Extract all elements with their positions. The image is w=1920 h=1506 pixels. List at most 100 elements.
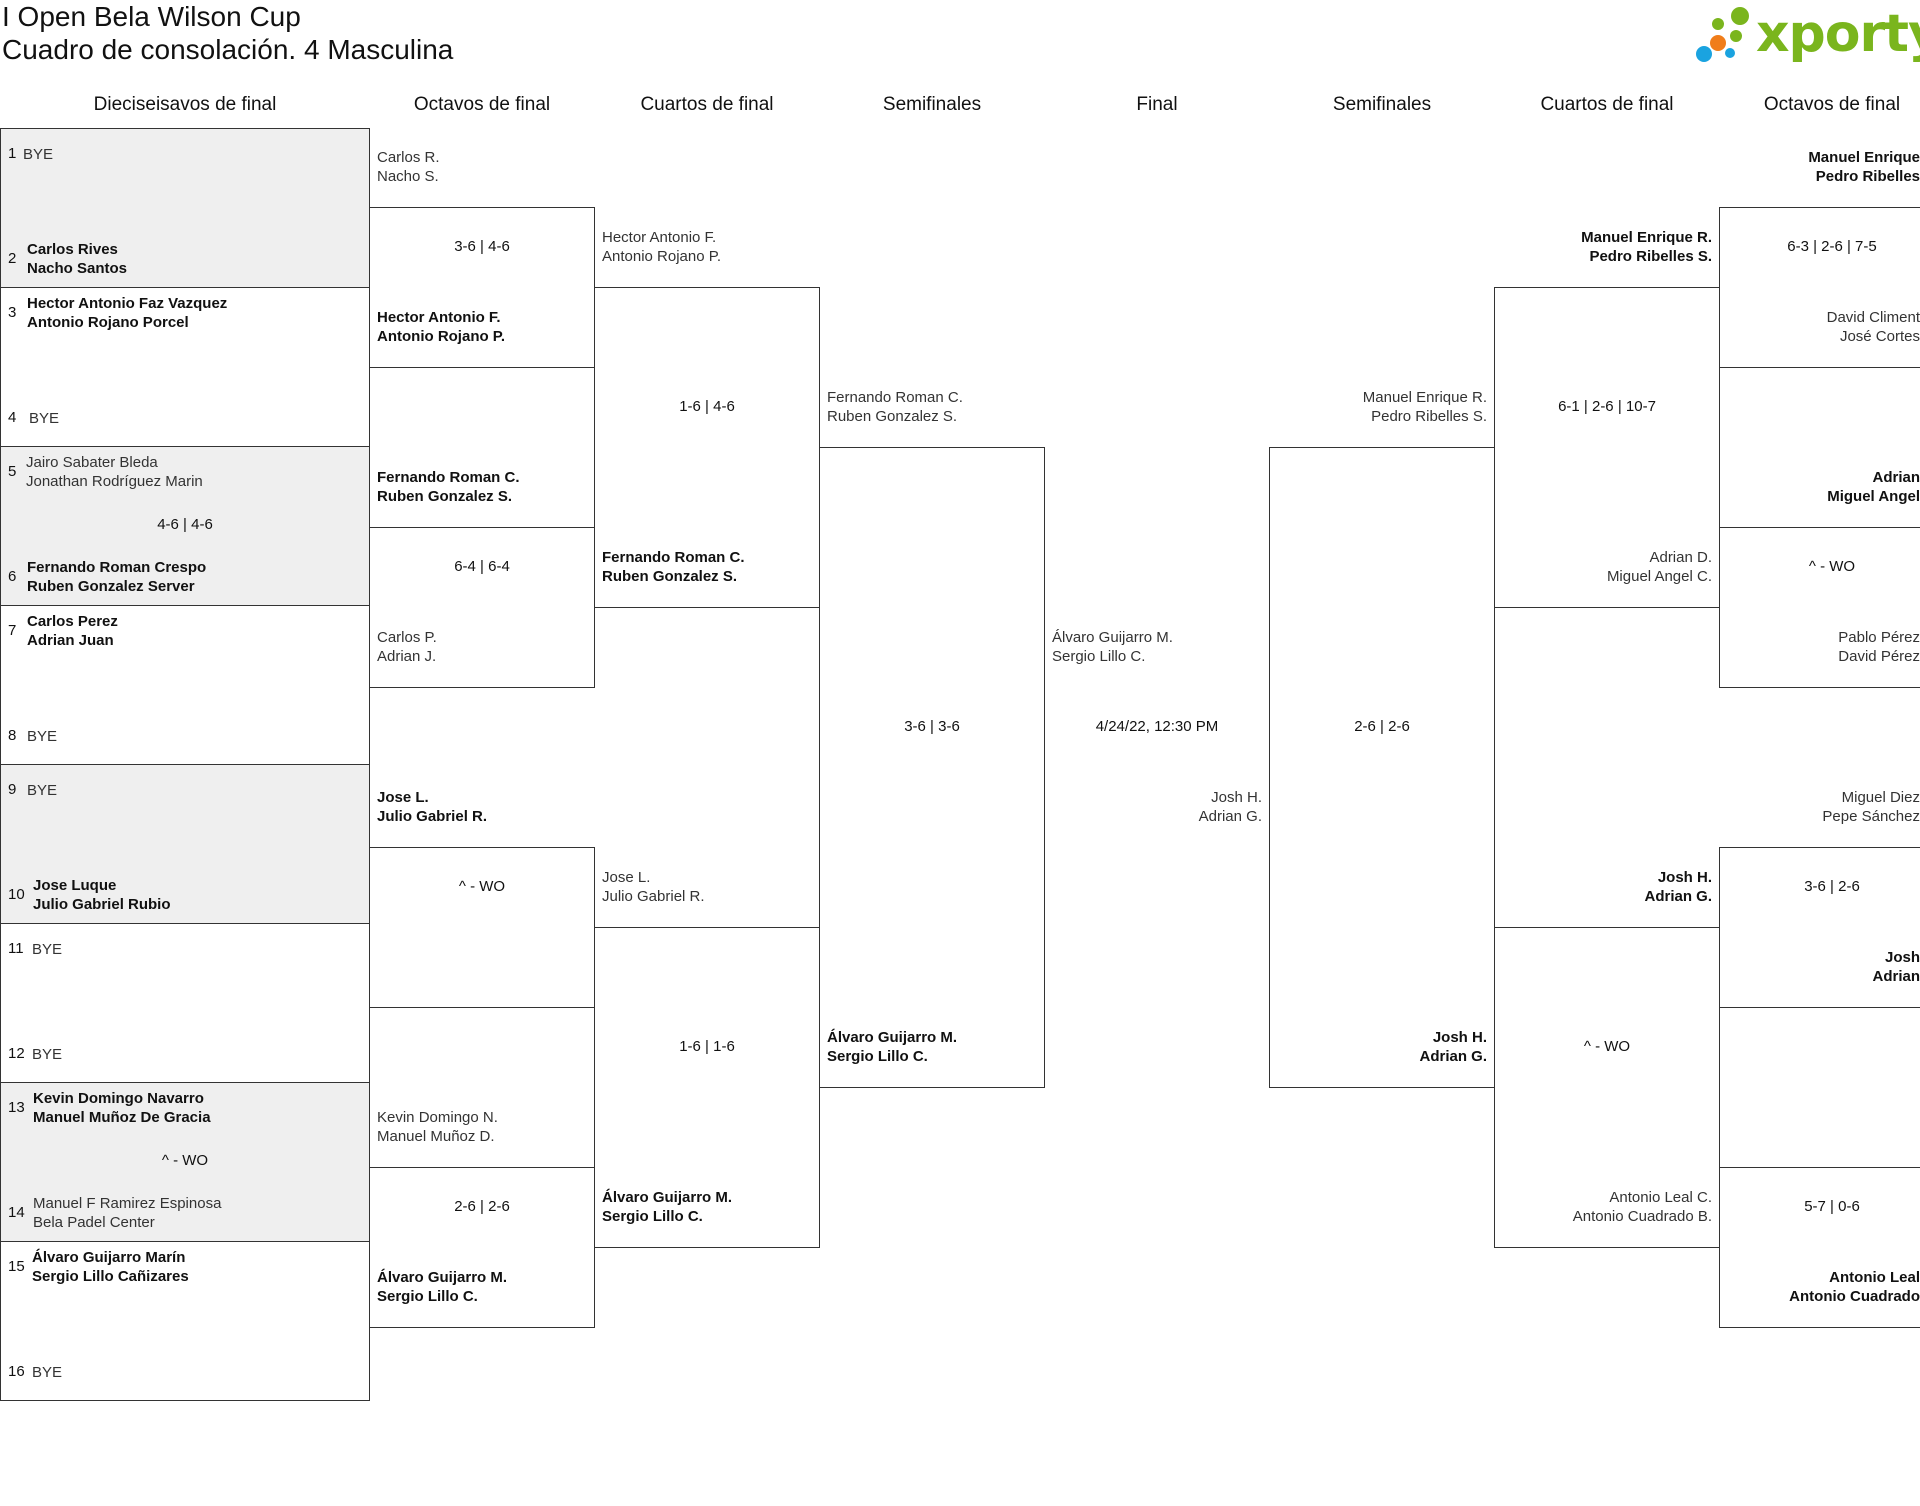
- slot-player: Hector Antonio Faz Vazquez: [27, 295, 228, 312]
- team-name: Antonio Cuadrado B.: [1572, 1208, 1712, 1225]
- team-name: Fernando Roman C.: [602, 549, 745, 566]
- slot-player: BYE: [27, 728, 58, 745]
- slot-player: Sergio Lillo Cañizares: [32, 1268, 189, 1285]
- team-name: Pablo Pérez: [1838, 629, 1920, 646]
- r32-match-7: [0, 1082, 370, 1242]
- team-name: Pedro Ribelles: [1815, 168, 1920, 185]
- match-score: 6-4 | 6-4: [454, 558, 510, 575]
- match-score: 6-1 | 2-6 | 10-7: [1558, 398, 1656, 415]
- finalist-right: Adrian G.: [1198, 808, 1262, 825]
- slot-player: Carlos Perez: [27, 613, 118, 630]
- slot-player: BYE: [32, 1364, 63, 1381]
- team-name: Adrian G.: [1644, 888, 1712, 905]
- team-name: Ruben Gonzalez S.: [602, 568, 738, 585]
- slot-player: Julio Gabriel Rubio: [33, 896, 171, 913]
- sf-right-bracket: [1269, 447, 1495, 1088]
- team-name: David Climent: [1826, 309, 1920, 326]
- slot-number: 4: [8, 409, 17, 426]
- team-name: Antonio Rojano P.: [602, 248, 721, 265]
- team-name: Josh H.: [1432, 1029, 1487, 1046]
- slot-player: Nacho Santos: [27, 260, 128, 277]
- team-name: Manuel Enrique R.: [1581, 229, 1712, 246]
- match-score: 3-6 | 3-6: [904, 718, 960, 735]
- team-name: Pepe Sánchez: [1822, 808, 1920, 825]
- slot-player: Jonathan Rodríguez Marin: [26, 473, 203, 490]
- team-name: Manuel Muñoz D.: [377, 1128, 495, 1145]
- match-score: ^ - WO: [1808, 558, 1856, 575]
- brand-wordmark: xporty: [1756, 4, 1920, 64]
- team-name: Álvaro Guijarro M.: [377, 1269, 508, 1286]
- team-name: Adrian: [1872, 968, 1920, 985]
- team-name: Adrian G.: [1419, 1048, 1487, 1065]
- tournament-title: I Open Bela Wilson Cup: [2, 1, 301, 32]
- team-name: Nacho S.: [377, 168, 439, 185]
- team-name: Fernando Roman C.: [377, 469, 520, 486]
- team-name: Miguel Diez: [1841, 789, 1920, 806]
- team-name: Pedro Ribelles S.: [1371, 408, 1487, 425]
- team-name: Pedro Ribelles S.: [1589, 248, 1712, 265]
- team-name: Jose L.: [602, 869, 651, 886]
- slot-player: Antonio Rojano Porcel: [27, 314, 189, 331]
- team-name: Álvaro Guijarro M.: [602, 1189, 733, 1206]
- team-name: Sergio Lillo C.: [602, 1208, 703, 1225]
- slot-player: Ruben Gonzalez Server: [27, 578, 195, 595]
- slot-player: Jairo Sabater Bleda: [26, 454, 158, 471]
- r16-left-bracket-3: [369, 847, 595, 1008]
- team-name: Adrian: [1872, 469, 1920, 486]
- r16-right-bracket-1: [1719, 207, 1920, 368]
- team-name: Miguel Angel C.: [1606, 568, 1712, 585]
- team-name: Manuel Enrique: [1808, 149, 1920, 166]
- r32-match-5: [0, 764, 370, 924]
- xporty-logo: xporty: [1690, 4, 1920, 66]
- slot-player: Adrian Juan: [27, 632, 114, 649]
- match-score: 2-6 | 2-6: [454, 1198, 510, 1215]
- match-score: 1-6 | 1-6: [679, 1038, 735, 1055]
- team-name: Ruben Gonzalez S.: [377, 488, 513, 505]
- slot-player: BYE: [32, 1046, 63, 1063]
- slot-player: Jose Luque: [33, 877, 117, 894]
- finalist-right: Josh H.: [1211, 789, 1262, 806]
- logo-dots-icon: [1696, 7, 1749, 62]
- team-name: Josh H.: [1657, 869, 1712, 886]
- match-score: 6-3 | 2-6 | 7-5: [1787, 238, 1877, 255]
- team-name: Carlos P.: [377, 629, 437, 646]
- team-name: Antonio Rojano P.: [377, 328, 506, 345]
- slot-number: 1: [8, 145, 17, 162]
- team-name: Carlos R.: [377, 149, 440, 166]
- team-name: Manuel Enrique R.: [1362, 389, 1487, 406]
- team-name: Julio Gabriel R.: [377, 808, 488, 825]
- r16-right-bracket-3: [1719, 847, 1920, 1008]
- sf-left-bracket: [819, 447, 1045, 1088]
- match-score: ^ - WO: [458, 878, 506, 895]
- slot-number: 16: [8, 1363, 25, 1380]
- r16-right-bracket-4: [1719, 1167, 1920, 1328]
- team-name: Hector Antonio F.: [377, 309, 501, 326]
- team-name: Kevin Domingo N.: [377, 1109, 498, 1126]
- slot-number: 6: [8, 568, 17, 585]
- col-header-final: Final: [1136, 94, 1178, 115]
- team-name: Antonio Leal C.: [1609, 1189, 1712, 1206]
- team-name: Sergio Lillo C.: [827, 1048, 928, 1065]
- match-score: 5-7 | 0-6: [1804, 1198, 1860, 1215]
- slot-number: 15: [8, 1258, 25, 1275]
- match-score: 3-6 | 2-6: [1804, 878, 1860, 895]
- slot-player: BYE: [29, 410, 60, 427]
- col-header-qf-right: Cuartos de final: [1540, 94, 1674, 115]
- team-name: Julio Gabriel R.: [602, 888, 705, 905]
- finalist-left: Álvaro Guijarro M.: [1052, 629, 1173, 646]
- team-name: Ruben Gonzalez S.: [827, 408, 958, 425]
- match-score: ^ - WO: [161, 1152, 209, 1169]
- qf-right-bracket-1: [1494, 287, 1720, 608]
- team-name: David Pérez: [1838, 648, 1920, 665]
- slot-player: BYE: [27, 782, 58, 799]
- slot-player: Manuel F Ramirez Espinosa: [33, 1195, 222, 1212]
- qf-right-bracket-2: [1494, 927, 1720, 1248]
- team-name: Jose L.: [377, 789, 429, 806]
- team-name: Sergio Lillo C.: [377, 1288, 478, 1305]
- team-name: Fernando Roman C.: [827, 389, 963, 406]
- team-name: Josh: [1884, 949, 1920, 966]
- slot-player: Kevin Domingo Navarro: [33, 1090, 204, 1107]
- slot-number: 3: [8, 304, 17, 321]
- slot-player: Álvaro Guijarro Marín: [32, 1249, 186, 1266]
- team-name: Antonio Leal: [1829, 1269, 1920, 1286]
